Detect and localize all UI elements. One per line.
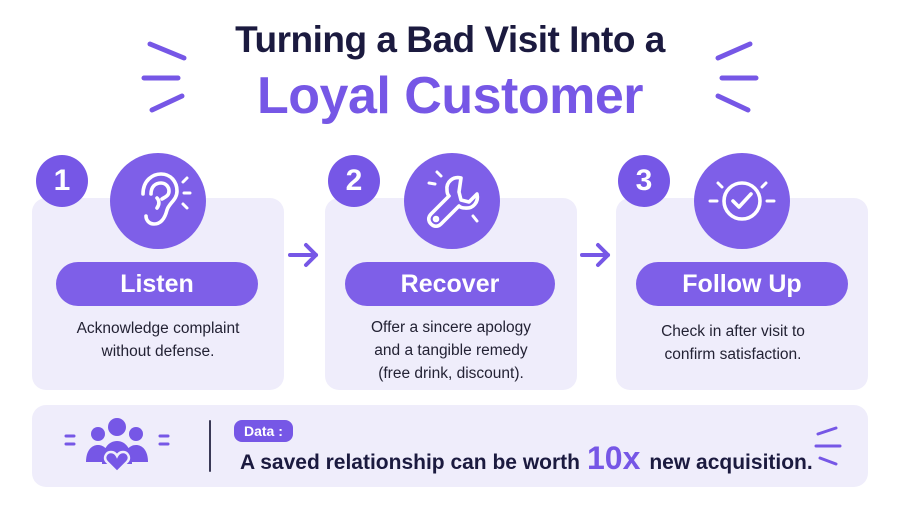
highlight-value: 10x [586,440,641,476]
arrow-right-icon [288,243,318,267]
step-description-listen: Acknowledge complaint without defense. [76,320,240,360]
step-description-follow-up: Check in after visit to confirm satisfac… [661,323,805,363]
step-description-recover: Offer a sincere apology and a tangible r… [371,319,531,382]
wrench-icon [404,153,500,249]
data-panel [32,405,868,487]
title-line-1: Turning a Bad Visit Into a [235,19,665,60]
step-number-1: 1 [36,155,88,207]
data-tag: Data : [234,420,293,442]
left-burst-icon [141,41,187,113]
step-label-recover: Recover [345,262,555,306]
right-burst-icon [715,41,759,113]
title: Turning a Bad Visit Into a Loyal Custome… [0,18,900,128]
arrow-right-icon [580,243,610,267]
sparkle-burst-icon [814,426,842,466]
step-number-3: 3 [618,155,670,207]
check-circle-icon [694,153,790,249]
data-statement: A saved relationship can be worth 10x ne… [240,440,813,476]
title-line-2: Loyal Customer [257,67,643,125]
step-label-follow-up: Follow Up [636,262,848,306]
step-label-listen: Listen [56,262,258,306]
ear-icon [110,153,206,249]
divider [209,420,211,472]
customer-group-heart-icon [64,418,170,474]
step-number-2: 2 [328,155,380,207]
